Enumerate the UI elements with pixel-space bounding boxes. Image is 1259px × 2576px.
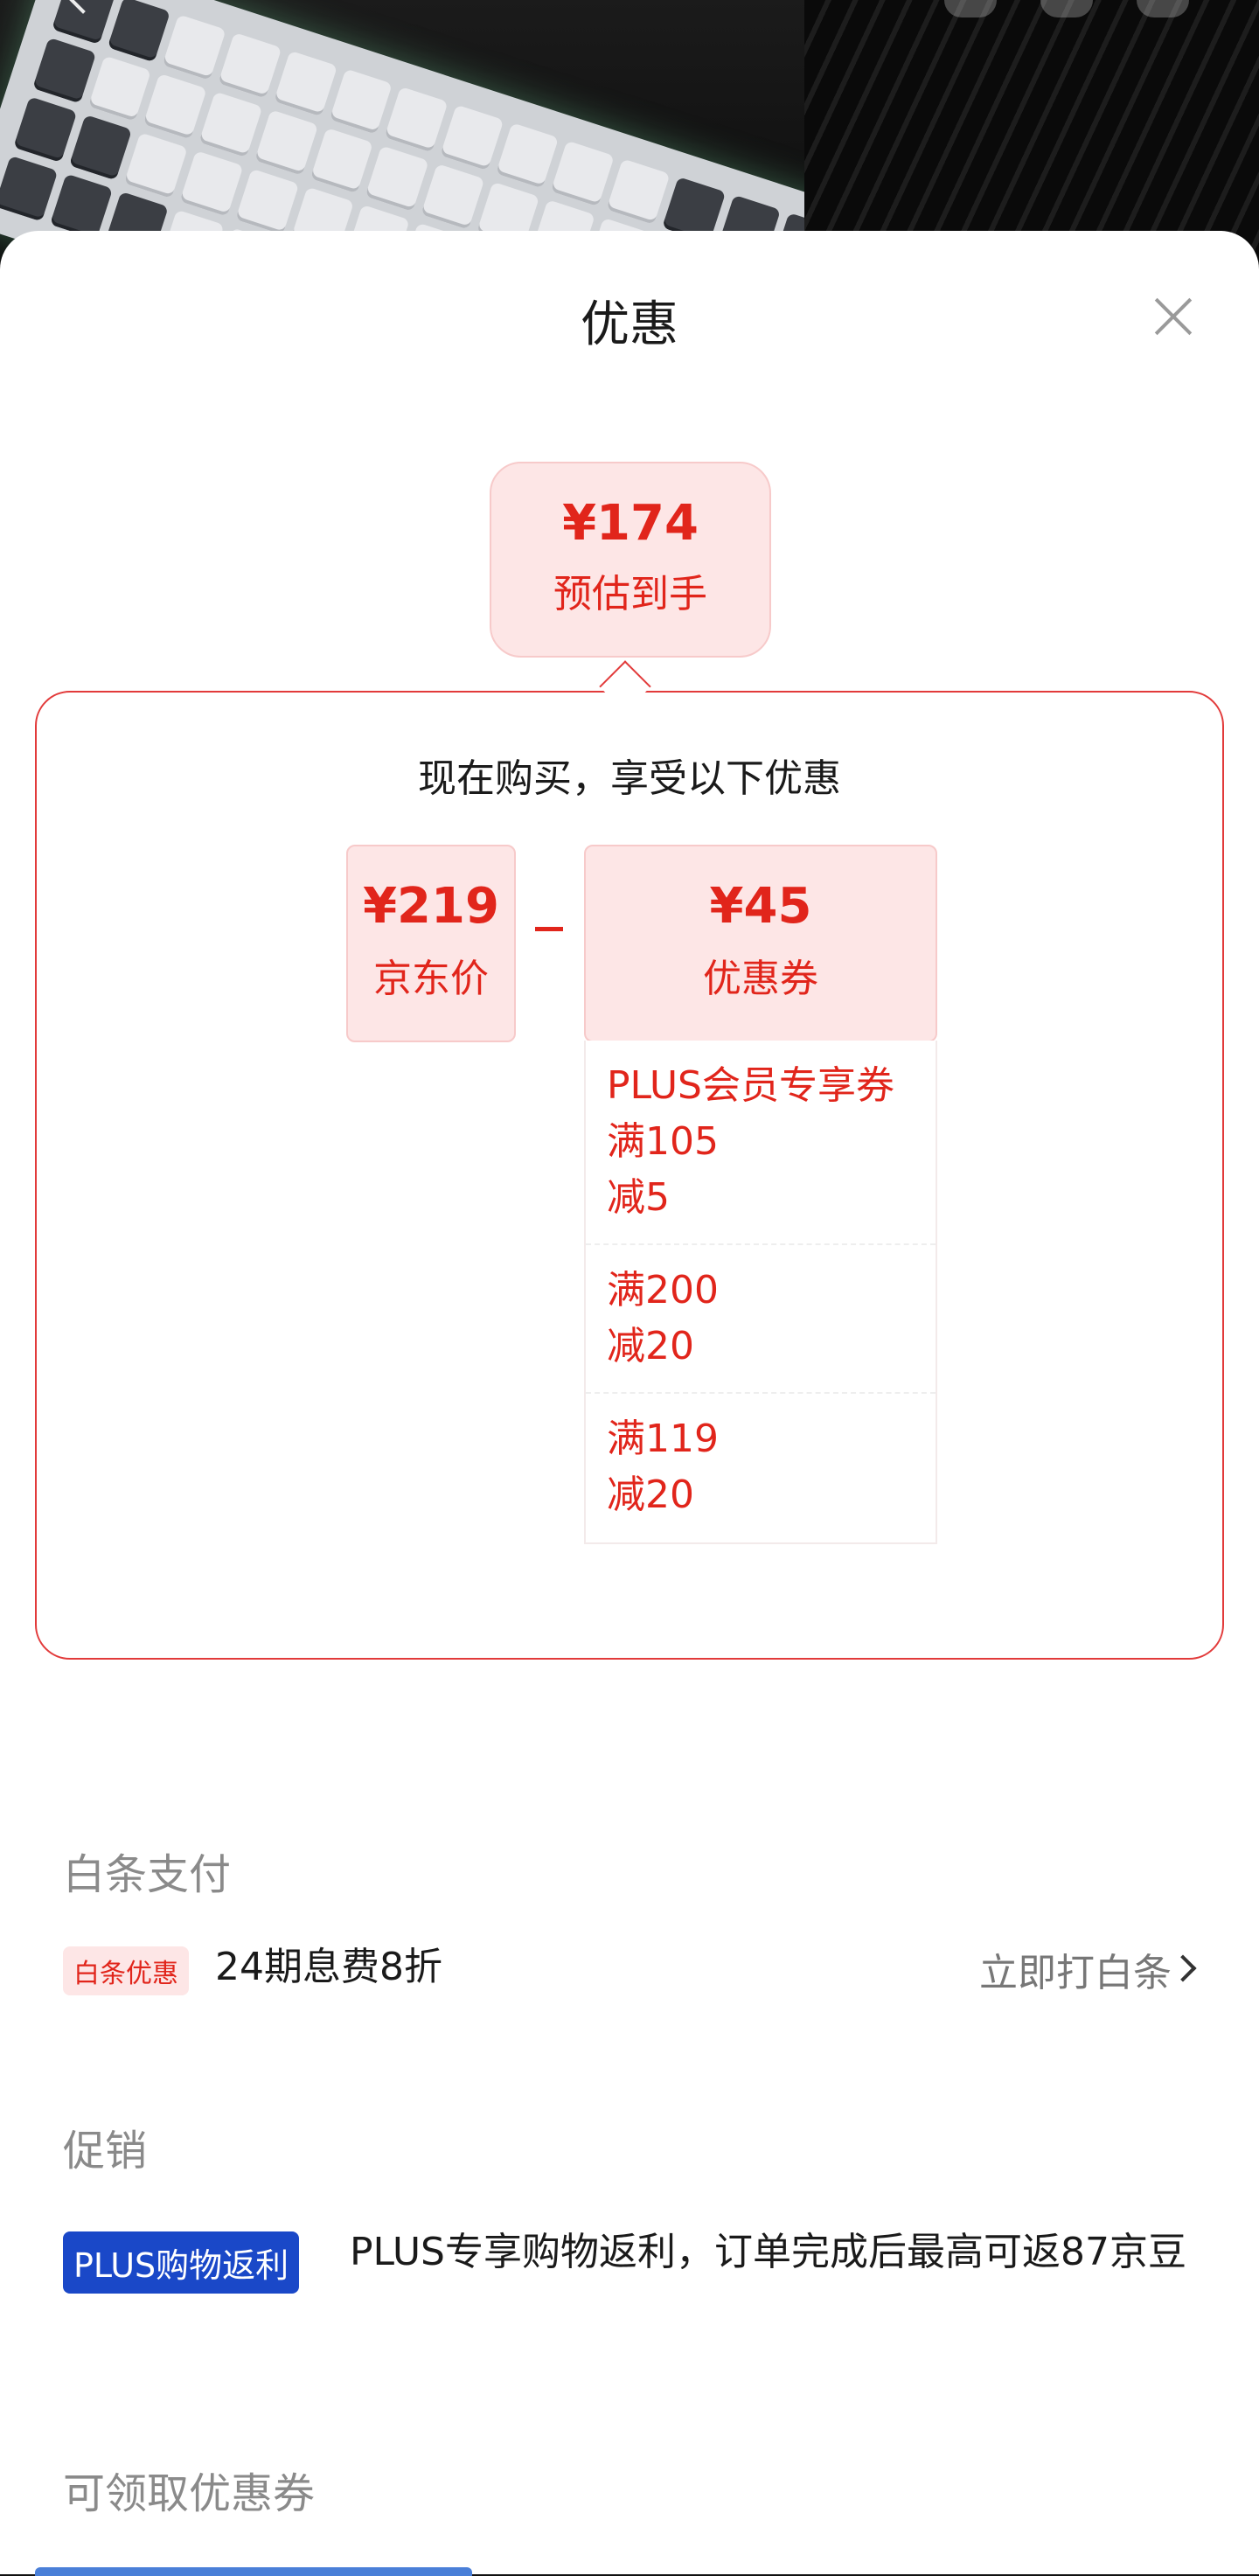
favorite-icon[interactable] <box>944 0 997 17</box>
chevron-right-icon[interactable] <box>1169 1954 1197 1982</box>
coupon-tab-indicator[interactable] <box>35 2567 472 2576</box>
jd-price: ¥219 <box>363 878 499 935</box>
coupon-item: 满119 减20 <box>586 1392 936 1541</box>
plus-rebate-tag: PLUS购物返利 <box>63 2231 300 2294</box>
product-image <box>0 0 1259 262</box>
top-actions <box>944 0 1189 17</box>
baitiao-text: 24期息费8折 <box>215 1945 442 1989</box>
coupon-price: ¥45 <box>709 878 812 935</box>
promotion-text: PLUS专享购物返利，订单完成后最高可返87京豆 <box>350 2230 1186 2274</box>
close-icon[interactable] <box>1152 296 1194 338</box>
baitiao-link[interactable]: 立即打白条 <box>979 1951 1172 1995</box>
coupon-card: ¥45 优惠券 <box>584 845 937 1042</box>
promotion-section-title: 促销 <box>63 2127 148 2176</box>
estimated-price: ¥174 <box>562 495 699 552</box>
background-stripes <box>804 0 1259 262</box>
jd-price-label: 京东价 <box>373 957 489 1001</box>
more-icon[interactable] <box>1137 0 1189 17</box>
sheet-title: 优惠 <box>581 296 678 353</box>
minus-operator <box>535 927 563 931</box>
keyboard-illustration <box>0 0 868 262</box>
coupon-detail-list: PLUS会员专享券 满105 减5 满200 减20 满119 减20 <box>584 1041 937 1544</box>
baitiao-section-title: 白条支付 <box>63 1850 232 1899</box>
estimated-price-card: ¥174 预估到手 <box>490 462 771 658</box>
baitiao-tag: 白条优惠 <box>63 1946 189 1995</box>
coupon-label: 优惠券 <box>703 957 818 1001</box>
jd-price-card: ¥219 京东价 <box>346 845 516 1042</box>
coupon-item: PLUS会员专享券 满105 减5 <box>607 1063 894 1220</box>
discount-sheet: 优惠 ¥174 预估到手 现在购买，享受以下优惠 ¥219 京东价 ¥45 优惠… <box>0 231 1259 2576</box>
estimated-label: 预估到手 <box>553 572 707 616</box>
share-icon[interactable] <box>1040 0 1093 17</box>
breakdown-subtitle: 现在购买，享受以下优惠 <box>418 756 841 801</box>
coupons-section-title: 可领取优惠券 <box>63 2469 316 2518</box>
coupon-item: 满200 减20 <box>586 1243 936 1392</box>
